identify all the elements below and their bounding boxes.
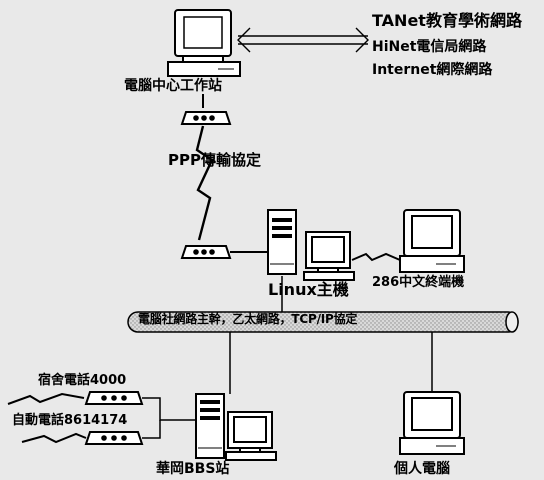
- lightning-link-icon: [195, 125, 214, 241]
- center-workstation-label: 電腦中心工作站: [124, 78, 222, 94]
- modem-icon: [84, 431, 144, 445]
- bbs-tower-icon: [195, 393, 225, 459]
- ppp-label: PPP傳輸協定: [168, 151, 261, 169]
- terminal-icon: [399, 209, 465, 273]
- lightning-link-icon: [21, 432, 87, 444]
- modem-icon: [84, 391, 144, 405]
- auto-phone-label: 自動電話8614174: [12, 413, 128, 428]
- dorm-phone-label: 宿舍電話4000: [38, 373, 127, 388]
- internet-label: Internet網際網路: [372, 62, 493, 78]
- linux-host-label: Linux主機: [268, 280, 349, 299]
- center-workstation-icon: [167, 9, 241, 77]
- double-arrow-icon: [237, 27, 369, 53]
- linux-tower-icon: [267, 209, 297, 275]
- lightning-link-icon: [351, 252, 401, 262]
- backbone-label: 電腦社網路主幹，乙太網路，TCP/IP協定: [138, 312, 358, 326]
- lightning-link-icon: [7, 392, 85, 405]
- tanet-label: TANet教育學術網路: [372, 11, 522, 30]
- backbone-cable: [127, 311, 519, 333]
- terminal-286-label: 286中文終端機: [372, 275, 465, 290]
- link-line: [142, 397, 196, 421]
- modem-icon: [180, 245, 232, 259]
- personal-computer-icon: [399, 391, 465, 455]
- bbs-monitor-icon: [225, 411, 277, 461]
- link-line: [142, 420, 161, 439]
- bbs-station-label: 華岡BBS站: [156, 461, 230, 477]
- modem-icon: [180, 111, 232, 125]
- personal-pc-label: 個人電腦: [394, 461, 450, 477]
- hinet-label: HiNet電信局網路: [372, 39, 487, 55]
- linux-monitor-icon: [303, 231, 355, 281]
